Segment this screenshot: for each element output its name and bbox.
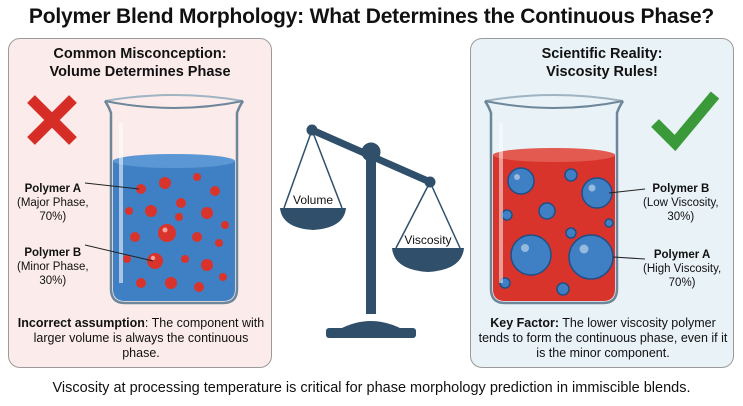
misconception-heading-line2: Volume Determines Phase [49,64,231,80]
left-polymer-b-name: Polymer B [24,247,82,259]
right-polymer-a-detail1: (High Viscosity, [643,263,722,275]
right-polymer-b-detail1: (Low Viscosity, [643,197,719,209]
misconception-note-bold: Incorrect assumption [17,316,145,330]
misconception-note: Incorrect assumption: The component with… [15,316,267,361]
left-polymer-a-label: Polymer A (Major Phase, 70%) [17,182,89,224]
left-polymer-b-detail1: (Minor Phase, [17,261,89,273]
balance-scale-icon: Volume Viscosity [280,124,464,338]
left-polymer-a-detail2: 70%) [39,211,67,223]
misconception-heading-line1: Common Misconception: [53,46,227,62]
reality-note-bold: Key Factor: [490,316,559,330]
volume-pan-label: Volume [293,193,333,207]
reality-heading: Scientific Reality: Viscosity Rules! [471,45,733,81]
reality-heading-line1: Scientific Reality: [541,46,663,62]
right-polymer-b-label: Polymer B (Low Viscosity, 30%) [643,182,719,224]
bottom-caption: Viscosity at processing temperature is c… [52,380,691,396]
right-polymer-a-detail2: 70%) [668,277,696,289]
right-polymer-b-name: Polymer B [652,183,710,195]
polymer-a-droplets [499,167,614,296]
misconception-heading: Common Misconception: Volume Determines … [9,45,271,81]
viscosity-pan-label: Viscosity [404,233,451,247]
misconception-panel: Common Misconception: Volume Determines … [8,38,272,368]
misconception-note-text: : The component with larger volume is al… [33,316,265,360]
red-cross-icon [27,95,77,145]
left-polymer-a-detail1: (Major Phase, [17,197,89,209]
reality-note: Key Factor: The lower viscosity polymer … [477,316,729,361]
left-polymer-b-label: Polymer B (Minor Phase, 30%) [17,246,89,288]
polymer-b-droplets [123,173,229,292]
reality-panel: Scientific Reality: Viscosity Rules! Pol… [470,38,734,368]
beaker-volume [84,94,245,305]
green-checkmark-icon [651,91,720,152]
left-polymer-a-name: Polymer A [24,183,82,195]
right-polymer-a-label: Polymer A (High Viscosity, 70%) [643,248,721,290]
right-polymer-a-name: Polymer A [653,249,711,261]
beaker-viscosity [483,94,646,305]
reality-note-text: The lower viscosity polymer tends to for… [478,316,728,360]
reality-heading-line2: Viscosity Rules! [546,64,658,80]
diagram-title: Polymer Blend Morphology: What Determine… [28,5,715,28]
right-polymer-b-detail2: 30%) [667,211,695,223]
left-polymer-b-detail2: 30%) [39,275,67,287]
